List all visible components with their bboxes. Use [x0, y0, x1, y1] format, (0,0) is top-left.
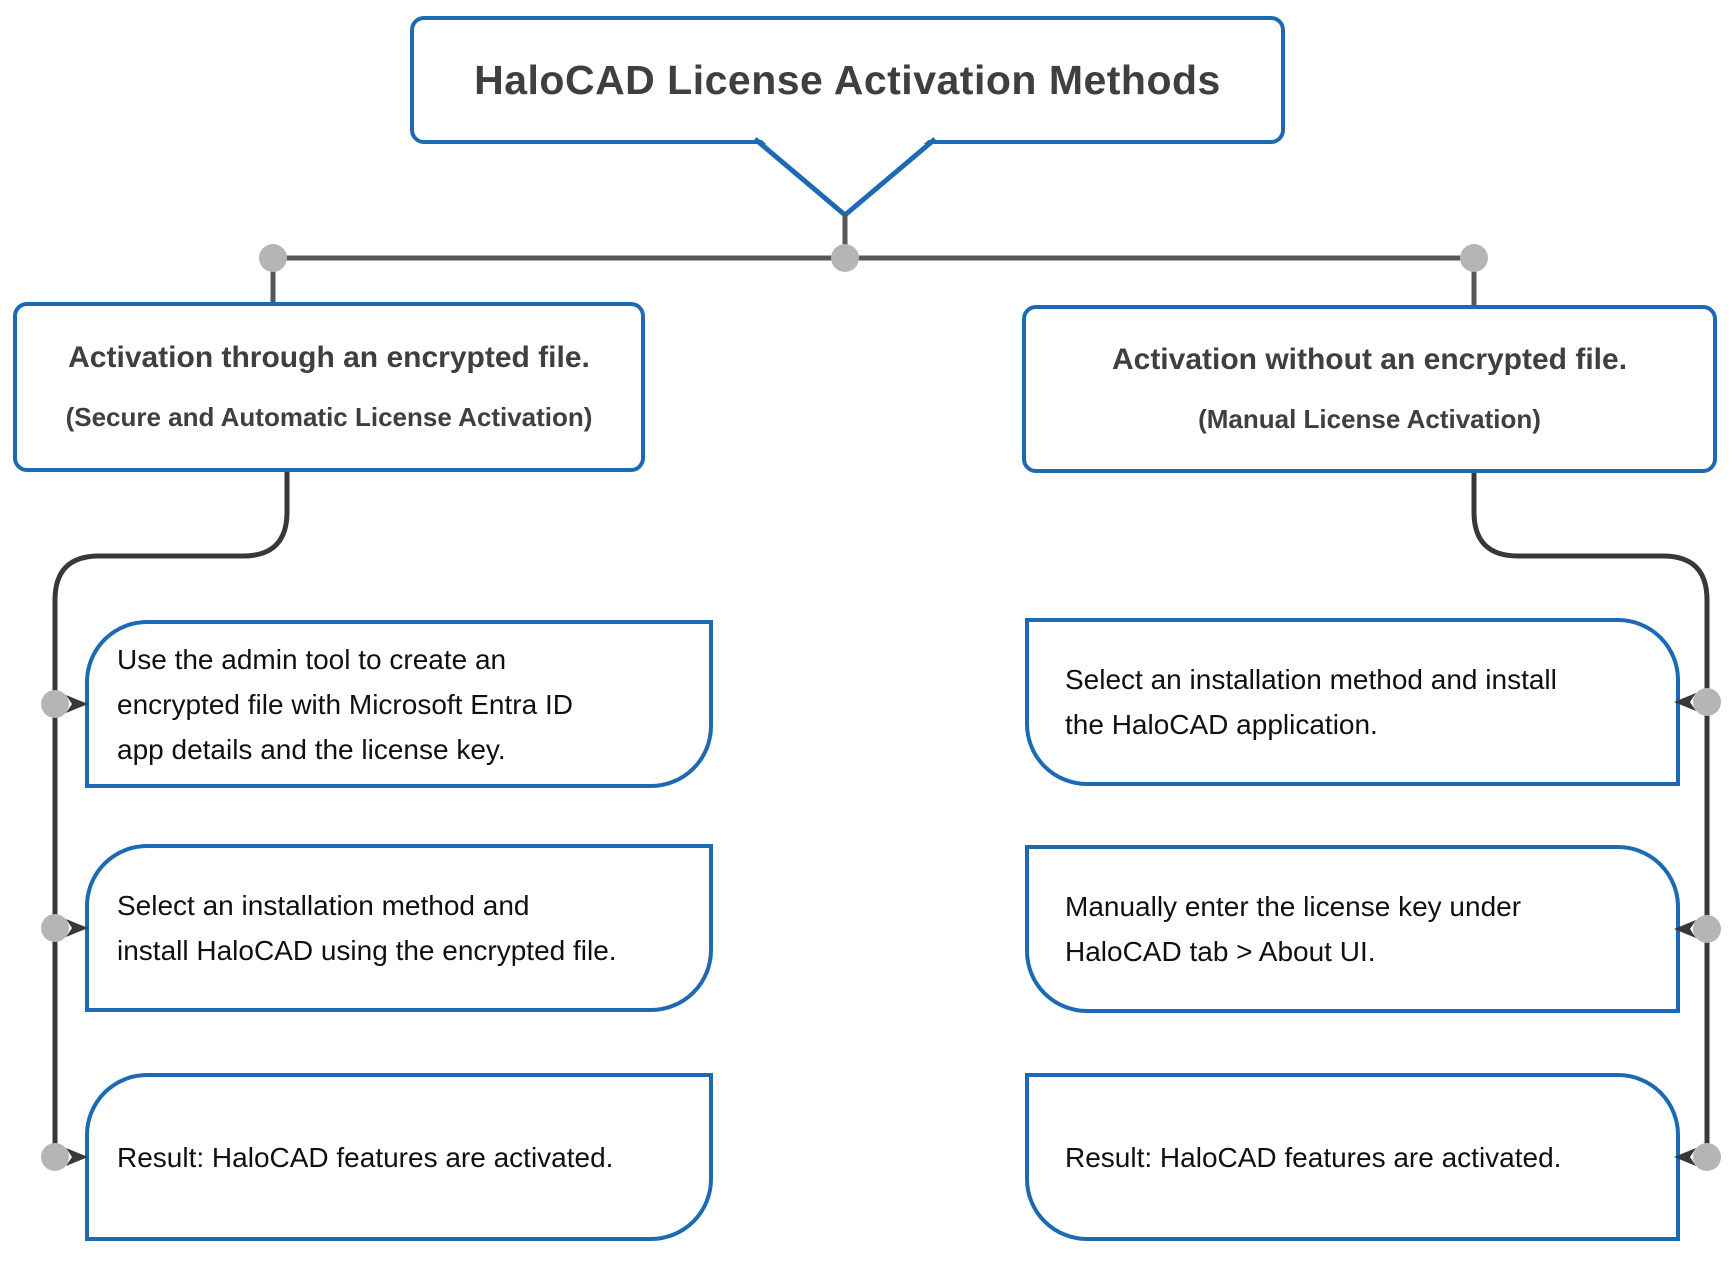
step-manual-2: Manually enter the license key under Hal… — [1025, 845, 1680, 1013]
step-encrypted-2: Select an installation method and instal… — [85, 844, 713, 1012]
branch-manual-heading: Activation without an encrypted file. — [1111, 343, 1628, 376]
step-encrypted-1: Use the admin tool to create an encrypte… — [85, 620, 713, 788]
step-encrypted-2-text: Select an installation method and instal… — [117, 890, 617, 966]
right-branch-spine — [1471, 473, 1710, 1157]
branch-encrypted-header: Activation through an encrypted file. (S… — [13, 302, 645, 472]
rail-dot-left-1 — [41, 690, 69, 718]
rail-dot-right-3 — [1693, 1143, 1721, 1171]
node-dot-left — [259, 244, 287, 272]
title-tail-icon — [753, 137, 937, 218]
branch-manual-header: Activation without an encrypted file. (M… — [1022, 305, 1717, 473]
title-box: HaloCAD License Activation Methods — [410, 16, 1285, 144]
branch-encrypted-heading: Activation through an encrypted file. — [68, 341, 590, 374]
step-manual-2-text: Manually enter the license key under Hal… — [1065, 891, 1522, 967]
step-encrypted-1-text: Use the admin tool to create an encrypte… — [117, 643, 573, 765]
title-tail-mask — [757, 136, 933, 212]
node-dot-center — [831, 244, 859, 272]
step-manual-3: Result: HaloCAD features are activated. — [1025, 1073, 1680, 1241]
rail-dot-left-3 — [41, 1143, 69, 1171]
node-dot-right — [1460, 244, 1488, 272]
step-manual-1: Select an installation method and instal… — [1025, 618, 1680, 786]
step-manual-3-text: Result: HaloCAD features are activated. — [1065, 1141, 1562, 1173]
left-branch-spine — [52, 472, 290, 1157]
branch-encrypted-subheading: (Secure and Automatic License Activation… — [65, 402, 593, 432]
diagram-title: HaloCAD License Activation Methods — [474, 56, 1221, 103]
step-encrypted-3: Result: HaloCAD features are activated. — [85, 1073, 713, 1241]
step-manual-1-text: Select an installation method and instal… — [1065, 664, 1557, 740]
rail-dot-right-1 — [1693, 688, 1721, 716]
branch-manual-subheading: (Manual License Activation) — [1198, 404, 1541, 434]
rail-dot-left-2 — [41, 914, 69, 942]
step-encrypted-3-text: Result: HaloCAD features are activated. — [117, 1141, 614, 1173]
rail-dot-right-2 — [1693, 915, 1721, 943]
